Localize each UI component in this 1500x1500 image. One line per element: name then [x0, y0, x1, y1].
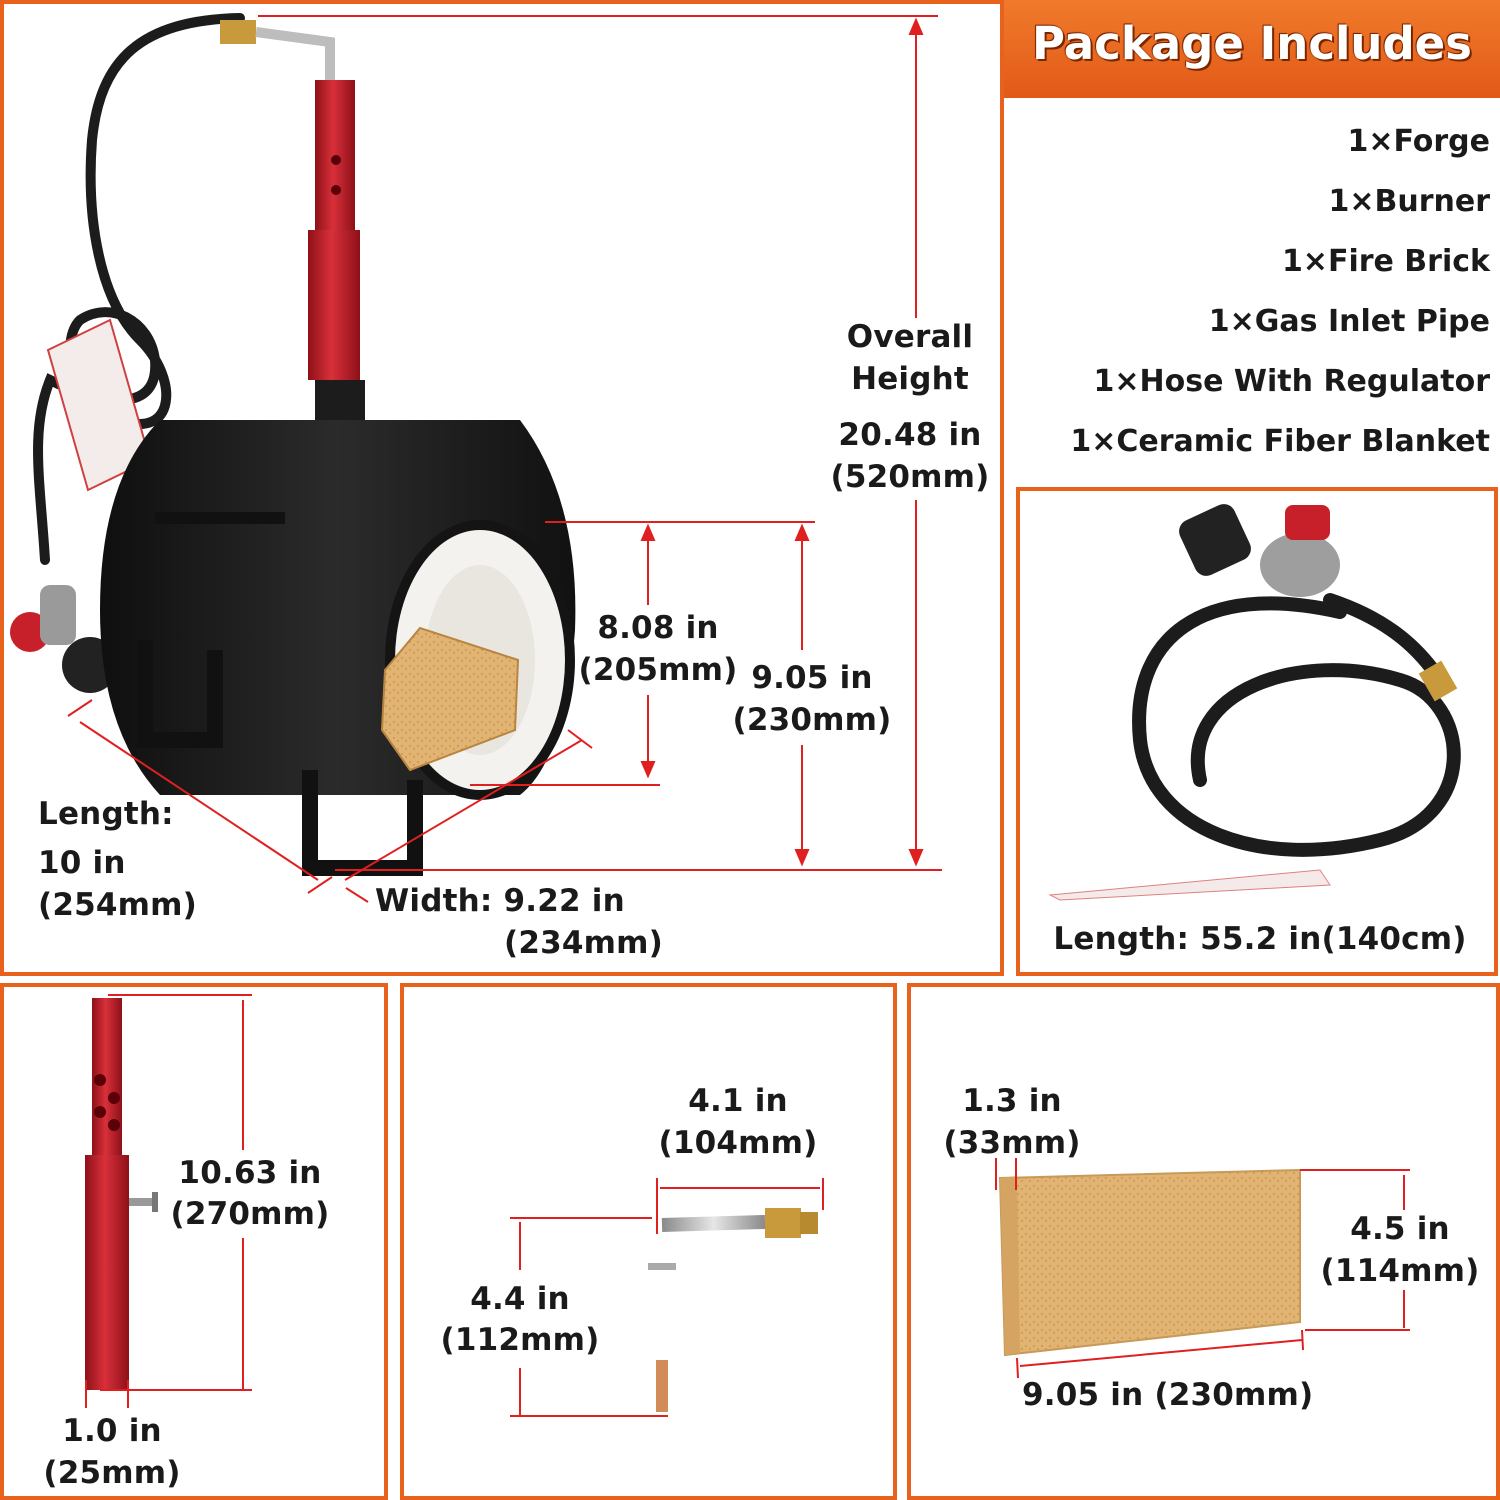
brick-illustration	[998, 1168, 1301, 1357]
gas-fitting	[220, 20, 256, 44]
hose-tag	[1048, 869, 1331, 901]
fire-brick-in-forge	[380, 626, 520, 772]
package-item-blanket: 1×Ceramic Fiber Blanket	[1070, 424, 1490, 459]
burner-diameter-mm: (25mm)	[43, 1455, 181, 1491]
overall-height-in: 20.48 in	[838, 417, 982, 453]
brick-height-in: 4.5 in	[1350, 1211, 1450, 1247]
length-label: Length:	[38, 796, 174, 832]
burner-sleeve	[308, 230, 360, 380]
hose-end-fitting	[1418, 660, 1458, 702]
length-mm: (254mm)	[38, 887, 198, 923]
burner-bottom-tube	[85, 1155, 129, 1390]
forge-leg-right	[302, 770, 423, 876]
body-height-in: 9.05 in	[751, 660, 873, 696]
forge-dimensions	[67, 15, 942, 903]
length-in: 10 in	[38, 845, 126, 881]
package-item-fire-brick: 1×Fire Brick	[1281, 244, 1490, 279]
pipe-collar	[648, 1263, 676, 1270]
pipe-copper-tip	[656, 1360, 668, 1412]
pipe-nut	[765, 1208, 801, 1238]
pipe-width-in: 4.1 in	[688, 1083, 788, 1119]
pipe-width-mm: (104mm)	[658, 1125, 818, 1161]
hose-illustration	[1048, 504, 1461, 901]
pipe-height-mm: (112mm)	[440, 1322, 600, 1358]
brick-thickness-mm: (33mm)	[943, 1125, 1081, 1161]
body-height-mm: (230mm)	[732, 702, 892, 738]
overall-height-label: Overall Height	[820, 316, 1000, 400]
package-item-gas-inlet-pipe: 1×Gas Inlet Pipe	[1208, 304, 1490, 339]
forge-leg-left	[137, 640, 223, 748]
regulator-knob-hose	[1285, 505, 1330, 540]
regulator-body-hose	[1260, 533, 1340, 597]
burner-diameter-in: 1.0 in	[62, 1413, 162, 1449]
fire-brick	[998, 1168, 1301, 1357]
brick-height-mm: (114mm)	[1320, 1253, 1480, 1289]
burner-screw	[129, 1198, 154, 1206]
burner-height-in: 10.63 in	[178, 1155, 322, 1191]
pipe-height-in: 4.4 in	[470, 1281, 570, 1317]
package-title: Package Includes	[1032, 17, 1472, 70]
hose-length: Length: 55.2 in(140cm)	[1053, 921, 1467, 957]
hose-coil	[1132, 593, 1461, 857]
hose-fitting-black	[1179, 504, 1251, 576]
burner-dimensions	[85, 994, 252, 1408]
brick-length: 9.05 in (230mm)	[1022, 1377, 1314, 1413]
pipe-panel	[400, 983, 897, 1500]
width-label: Width: 9.22 in	[375, 883, 625, 919]
width-mm: (234mm)	[504, 925, 664, 961]
package-item-burner: 1×Burner	[1328, 184, 1490, 219]
pipe-dimensions	[510, 1178, 824, 1417]
opening-height-mm: (205mm)	[578, 652, 738, 688]
opening-height-in: 8.08 in	[597, 610, 719, 646]
forge-handle	[155, 512, 285, 524]
burner-height-mm: (270mm)	[170, 1196, 330, 1232]
forge-illustration	[10, 13, 576, 876]
regulator-body	[40, 585, 76, 645]
gas-pipe-illustration	[648, 1208, 818, 1412]
package-item-hose: 1×Hose With Regulator	[1093, 364, 1490, 399]
burner-illustration	[85, 998, 158, 1390]
burner-panel	[0, 983, 388, 1500]
package-item-forge: 1×Forge	[1347, 124, 1490, 159]
gas-inlet-pipe	[255, 27, 335, 80]
package-header: Package Includes	[1004, 0, 1500, 98]
brick-thickness-in: 1.3 in	[962, 1083, 1062, 1119]
brick-dimensions	[995, 1158, 1410, 1379]
overall-height-mm: (520mm)	[830, 459, 990, 495]
overall-height-label-text: Overall Height	[846, 319, 974, 397]
